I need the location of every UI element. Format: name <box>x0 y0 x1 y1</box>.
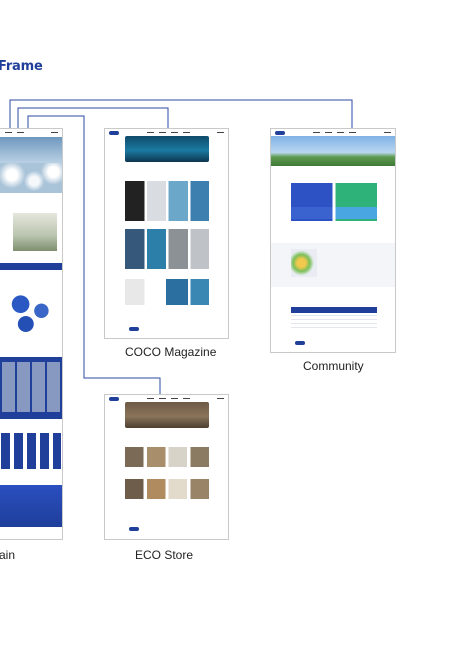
store-footer-logo <box>129 527 139 531</box>
main-hero-ice <box>0 163 62 193</box>
community-event-cards-2 <box>291 207 377 219</box>
magazine-grid-row2 <box>125 229 209 269</box>
community-footer-logo <box>295 341 305 345</box>
community-campaign-image <box>291 249 317 277</box>
main-forest-image <box>13 213 57 251</box>
magazine-grid-row3 <box>125 279 209 305</box>
community-nav <box>271 129 395 136</box>
caption-main: ain <box>0 548 16 562</box>
main-bottom-banner <box>0 485 62 527</box>
caption-store: ECO Store <box>135 548 194 562</box>
store-hero-image <box>125 402 209 428</box>
community-faq-list <box>291 315 377 329</box>
store-products-row2 <box>125 479 209 499</box>
community-campaign-section <box>271 243 395 287</box>
main-thumbs <box>2 362 60 412</box>
caption-magazine: COCO Magazine <box>125 345 217 359</box>
main-banner-bar <box>0 263 62 270</box>
connector-community <box>9 99 353 129</box>
community-hero-image <box>271 136 395 166</box>
main-nav <box>1 129 62 136</box>
connector-store <box>27 115 161 394</box>
connector-magazine <box>17 107 169 129</box>
magazine-footer-logo <box>129 327 139 331</box>
frame-main[interactable] <box>0 128 63 540</box>
page-title: Frame <box>0 59 43 74</box>
community-faq-bar <box>291 307 377 313</box>
store-products-row1 <box>125 447 209 467</box>
magazine-hero-image <box>125 136 209 162</box>
frame-community[interactable] <box>270 128 396 353</box>
store-nav <box>105 395 228 402</box>
main-products <box>5 291 57 335</box>
magazine-nav <box>105 129 228 136</box>
main-friends-tiles <box>1 433 61 469</box>
frame-store[interactable] <box>104 394 229 540</box>
caption-community: Community <box>303 359 364 373</box>
frame-magazine[interactable] <box>104 128 229 339</box>
magazine-grid-row1 <box>125 181 209 221</box>
